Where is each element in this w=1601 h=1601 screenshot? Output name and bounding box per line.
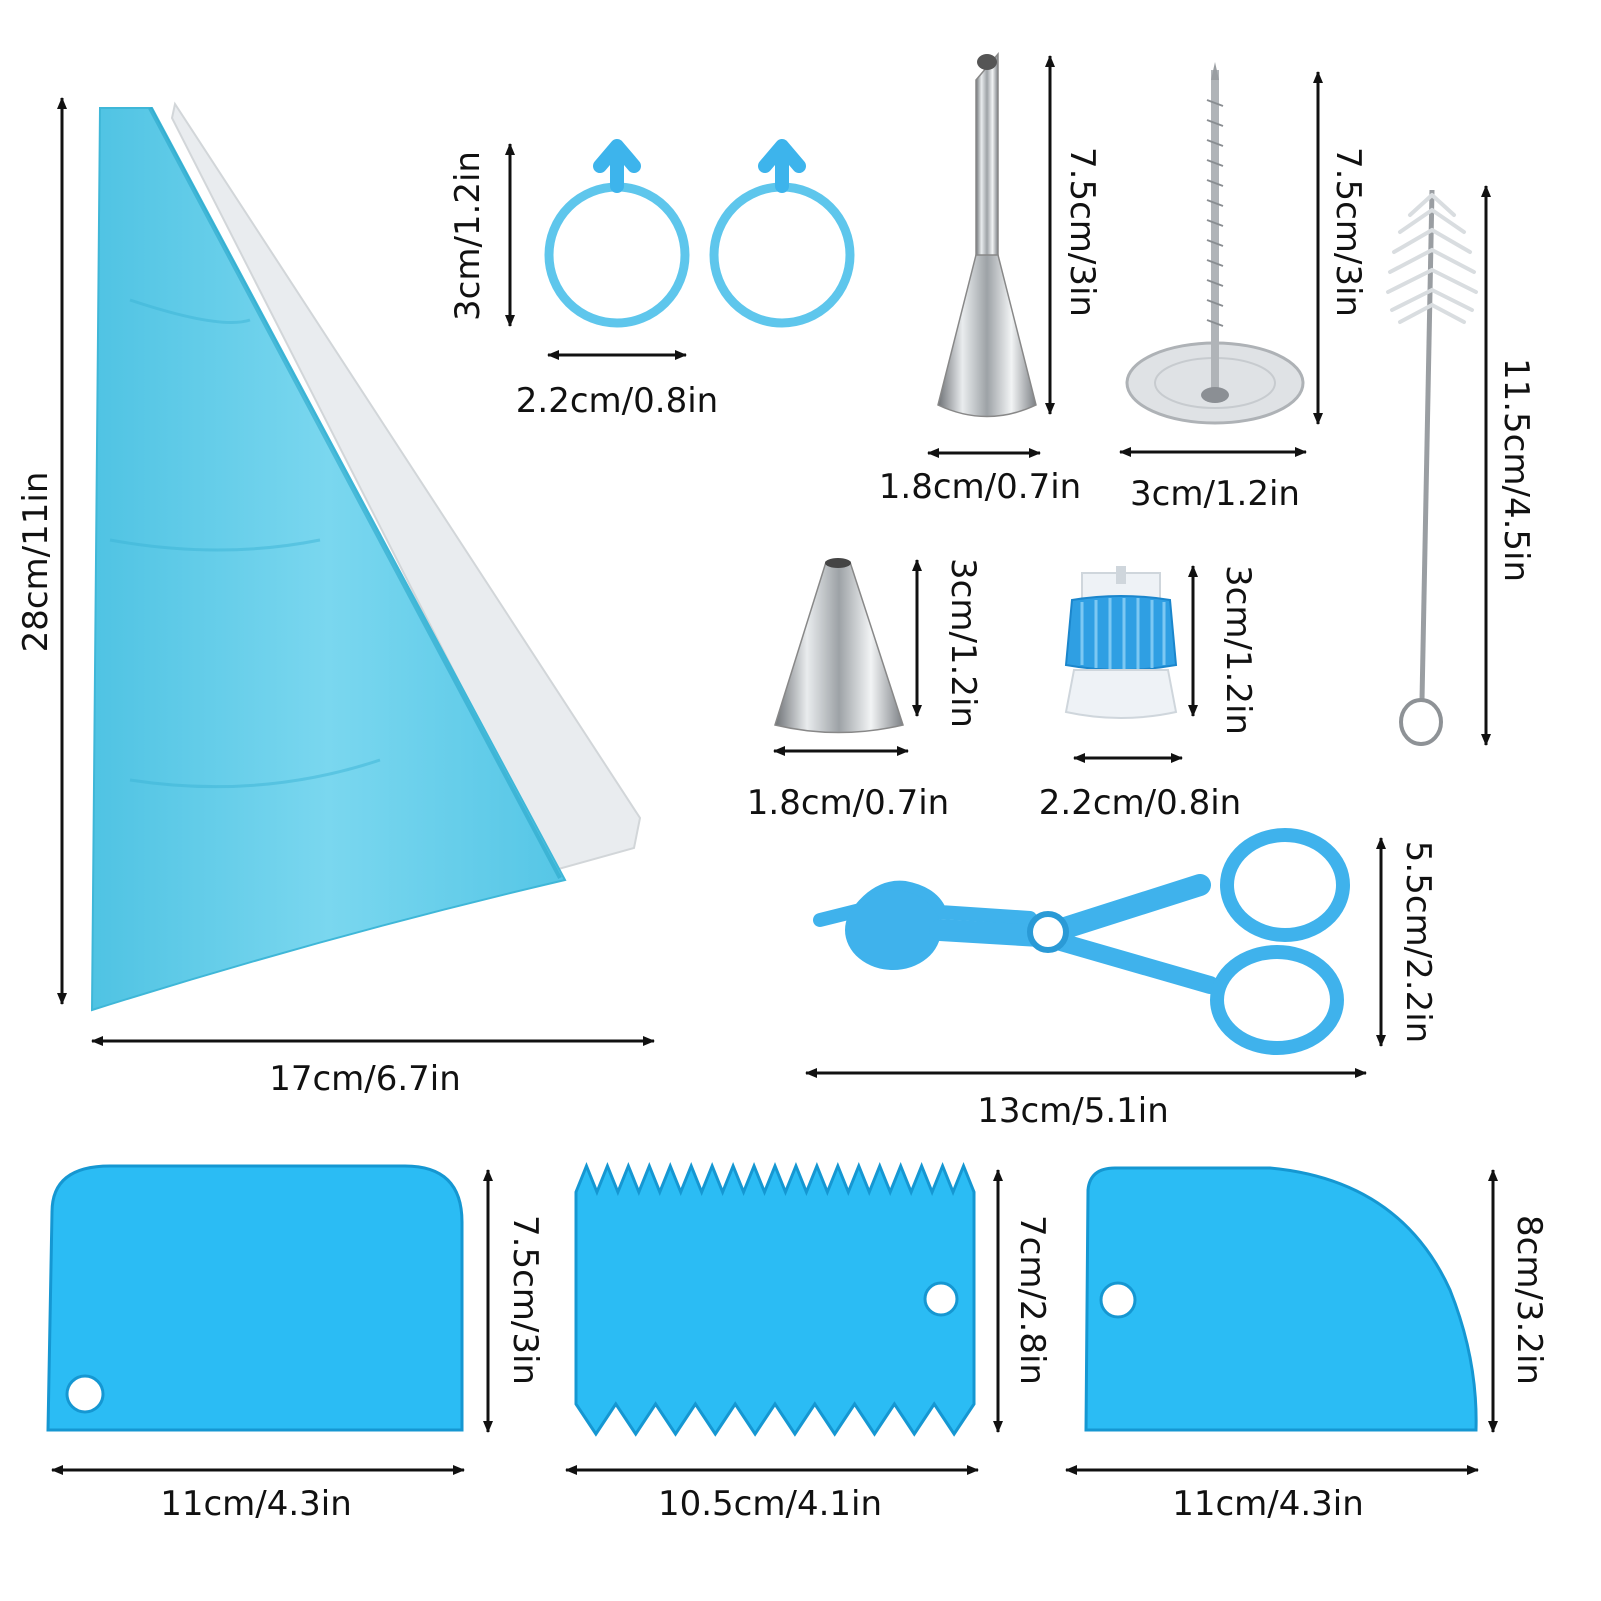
- scraper-comb-height-label: 7cm/2.8in: [1012, 1215, 1052, 1385]
- coupler: [1064, 566, 1178, 719]
- long-nozzle-width-label: 1.8cm/0.7in: [878, 467, 1082, 507]
- rings-width-label: 2.2cm/0.8in: [515, 381, 719, 421]
- coupler-width-label: 2.2cm/0.8in: [1038, 783, 1242, 823]
- piping-bag: [90, 101, 642, 1012]
- flower-lifter-scissors: [813, 828, 1350, 1055]
- lifter-height-label: 5.5cm/2.2in: [1398, 840, 1438, 1044]
- flower-nail-height-label: 7.5cm/3in: [1328, 147, 1368, 317]
- flower-nail: [1125, 62, 1305, 425]
- bag-width-label: 17cm/6.7in: [269, 1059, 461, 1099]
- scraper-comb: [574, 1161, 976, 1437]
- scraper-comb-width-label: 10.5cm/4.1in: [657, 1484, 883, 1524]
- round-tip-width-label: 1.8cm/0.7in: [746, 783, 950, 823]
- scraper-rounded: [46, 1164, 464, 1432]
- round-tip-height-label: 3cm/1.2in: [943, 558, 983, 728]
- scraper-curved: [1084, 1166, 1478, 1432]
- scraper-curved-height-label: 8cm/3.2in: [1509, 1215, 1549, 1385]
- scraper-rounded-width-label: 11cm/4.3in: [160, 1484, 352, 1524]
- bag-height-label: 28cm/11in: [16, 471, 56, 653]
- coupler-height-label: 3cm/1.2in: [1218, 565, 1258, 735]
- scraper-curved-width-label: 11cm/4.3in: [1172, 1484, 1364, 1524]
- thumb-rings: [544, 139, 855, 328]
- brush-height-label: 11.5cm/4.5in: [1496, 357, 1536, 583]
- long-nozzle: [937, 51, 1037, 418]
- cleaning-brush: [1386, 189, 1478, 746]
- scraper-rounded-height-label: 7.5cm/3in: [505, 1215, 545, 1385]
- round-tip: [774, 558, 904, 734]
- long-nozzle-height-label: 7.5cm/3in: [1062, 147, 1102, 317]
- flower-nail-width-label: 3cm/1.2in: [1130, 474, 1300, 514]
- rings-height-label: 3cm/1.2in: [448, 151, 488, 321]
- lifter-width-label: 13cm/5.1in: [977, 1091, 1169, 1131]
